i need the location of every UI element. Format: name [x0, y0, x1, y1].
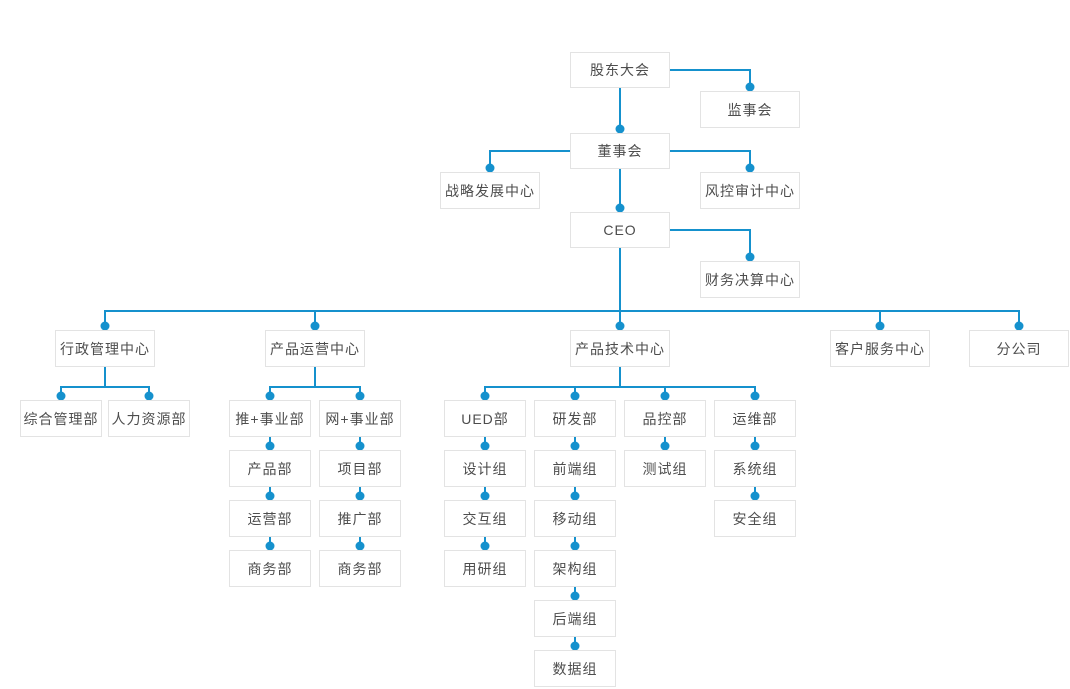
- junction-dot: [660, 441, 670, 451]
- junction-dot: [265, 441, 275, 451]
- junction-dot: [56, 391, 66, 401]
- junction-dot: [480, 391, 490, 401]
- org-node-design-group: 设计组: [444, 450, 526, 487]
- junction-dot: [745, 252, 755, 262]
- junction-dot: [355, 391, 365, 401]
- junction-dot: [750, 391, 760, 401]
- junction-dot: [265, 391, 275, 401]
- org-node-shareholders-meeting: 股东大会: [570, 52, 670, 88]
- org-node-product-dept: 产品部: [229, 450, 311, 487]
- org-node-mobile-group: 移动组: [534, 500, 616, 537]
- org-node-supervisory-board: 监事会: [700, 91, 800, 128]
- junction-dot: [570, 541, 580, 551]
- junction-dot: [480, 541, 490, 551]
- junction-dot: [570, 591, 580, 601]
- org-node-security-group: 安全组: [714, 500, 796, 537]
- org-node-wang-division: 网+事业部: [319, 400, 401, 437]
- org-node-ceo: CEO: [570, 212, 670, 248]
- junction-dot: [100, 321, 110, 331]
- junction-dot: [875, 321, 885, 331]
- junction-dot: [615, 321, 625, 331]
- org-node-user-research-group: 用研组: [444, 550, 526, 587]
- junction-dot: [1014, 321, 1024, 331]
- junction-dot: [570, 391, 580, 401]
- org-node-data-group: 数据组: [534, 650, 616, 687]
- org-node-finance-center: 财务决算中心: [700, 261, 800, 298]
- org-node-rd-dept: 研发部: [534, 400, 616, 437]
- org-node-board-of-directors: 董事会: [570, 133, 670, 169]
- org-node-business-dept-wang: 商务部: [319, 550, 401, 587]
- junction-dot: [265, 541, 275, 551]
- org-node-backend-group: 后端组: [534, 600, 616, 637]
- org-node-general-admin-dept: 综合管理部: [20, 400, 102, 437]
- junction-dot: [265, 491, 275, 501]
- junction-dot: [750, 441, 760, 451]
- org-node-project-dept: 项目部: [319, 450, 401, 487]
- org-node-strategy-center: 战略发展中心: [440, 172, 540, 209]
- org-node-business-dept-tui: 商务部: [229, 550, 311, 587]
- org-node-product-ops-center: 产品运营中心: [265, 330, 365, 367]
- junction-dot: [480, 441, 490, 451]
- org-node-architecture-group: 架构组: [534, 550, 616, 587]
- org-node-promotion-dept: 推广部: [319, 500, 401, 537]
- junction-dot: [745, 82, 755, 92]
- junction-dot: [615, 124, 625, 134]
- junction-dot: [355, 541, 365, 551]
- org-node-ops-maintenance-dept: 运维部: [714, 400, 796, 437]
- junction-dot: [570, 491, 580, 501]
- junction-dot: [480, 491, 490, 501]
- junction-dot: [745, 163, 755, 173]
- junction-dot: [615, 203, 625, 213]
- junction-dot: [144, 391, 154, 401]
- junction-dot: [660, 391, 670, 401]
- org-node-hr-dept: 人力资源部: [108, 400, 190, 437]
- junction-dot: [355, 491, 365, 501]
- junction-dot: [310, 321, 320, 331]
- junction-dot: [750, 491, 760, 501]
- org-node-frontend-group: 前端组: [534, 450, 616, 487]
- org-node-tui-division: 推+事业部: [229, 400, 311, 437]
- org-node-ued-dept: UED部: [444, 400, 526, 437]
- junction-dot: [355, 441, 365, 451]
- org-node-risk-audit-center: 风控审计中心: [700, 172, 800, 209]
- org-node-interaction-group: 交互组: [444, 500, 526, 537]
- org-node-operations-dept: 运营部: [229, 500, 311, 537]
- junction-dot: [570, 641, 580, 651]
- junction-dot: [570, 441, 580, 451]
- junction-dot: [485, 163, 495, 173]
- org-node-admin-center: 行政管理中心: [55, 330, 155, 367]
- org-node-product-tech-center: 产品技术中心: [570, 330, 670, 367]
- org-node-branch-company: 分公司: [969, 330, 1069, 367]
- org-node-system-group: 系统组: [714, 450, 796, 487]
- org-node-customer-service-center: 客户服务中心: [830, 330, 930, 367]
- org-node-testing-group: 测试组: [624, 450, 706, 487]
- org-node-qc-dept: 品控部: [624, 400, 706, 437]
